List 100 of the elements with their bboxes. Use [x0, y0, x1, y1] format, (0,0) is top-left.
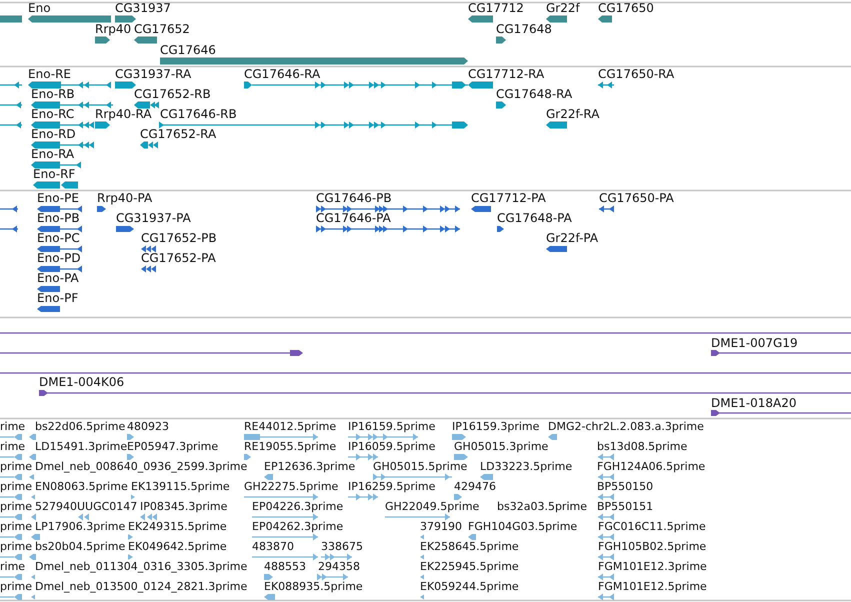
feature-label: IP16059.5prime — [348, 440, 436, 454]
feature-label: CG17646-PA — [316, 211, 391, 225]
feature-label: CG17650-PA — [599, 191, 674, 205]
feature-label: Eno-PD — [37, 251, 81, 265]
feature-label: Eno-RC — [31, 107, 74, 121]
feature-label: EK049642.5prime — [128, 540, 227, 554]
feature-label: CG17648-RA — [496, 87, 572, 101]
feature-label: EK249315.5prime — [128, 520, 227, 534]
feature-label: IP16259.5prime — [348, 480, 436, 494]
feature-label: GH05015.3prime — [454, 440, 548, 454]
feature-label: prime — [0, 540, 32, 554]
feature-label: CG17646-PB — [316, 191, 392, 205]
feature-label: Gr22f-PA — [546, 231, 598, 245]
feature-label: RE19055.5prime — [244, 440, 336, 454]
feature-label: Eno-RF — [33, 167, 76, 181]
feature-label: Eno-PE — [37, 191, 79, 205]
feature-label: CG17712-RA — [468, 67, 544, 81]
feature-label: IP16159.3prime — [452, 420, 540, 434]
feature-label: EP05947.3prime — [127, 440, 218, 454]
feature-label: FGM101E12.3prime — [598, 560, 707, 574]
feature-label: Rrp40 — [95, 22, 132, 36]
feature-label: GH05015.5prime — [373, 460, 468, 474]
feature-label: CG31937-RA — [115, 67, 192, 81]
feature-label: LD15491.3prime — [35, 440, 128, 454]
feature-label: 527940 — [35, 500, 77, 514]
feature-label: EP04226.3prime — [252, 500, 344, 514]
feature-label: EK225945.5prime — [420, 560, 519, 574]
feature-label: BP550150 — [597, 480, 654, 494]
feature-label: prime — [0, 480, 32, 494]
feature-label: 480923 — [127, 420, 169, 434]
feature-label: prime — [0, 520, 32, 534]
feature-label: IP08345.3prime — [140, 500, 228, 514]
feature-label: CG17652-PA — [141, 251, 216, 265]
feature-label: EN08063.5prime — [35, 480, 128, 494]
feature-label: CG17650-RA — [598, 67, 674, 81]
feature-label: Eno-PA — [37, 271, 79, 285]
feature-label: BP550151 — [597, 500, 654, 514]
feature-label: EK258645.5prime — [420, 540, 519, 554]
feature-label: FGM101E12.5prime — [598, 580, 707, 594]
feature-label: DME1-007G19 — [711, 336, 798, 350]
feature-label: 488553 — [264, 560, 306, 574]
feature-label: Eno-PF — [37, 291, 78, 305]
feature-label: EP04262.3prime — [252, 520, 344, 534]
feature-label: CG17650 — [598, 1, 654, 15]
feature-label: CG31937 — [115, 1, 171, 15]
feature-label: prime — [0, 460, 32, 474]
feature-label: IP16159.5prime — [348, 420, 436, 434]
feature-label: CG17652 — [134, 22, 190, 36]
feature-label: UUGC0147 — [77, 500, 138, 514]
feature-label: Dmel_neb_011304_0316_3305.3prime — [35, 560, 248, 574]
feature-label: CG17646-RB — [160, 107, 237, 121]
feature-label: CG17646-RA — [244, 67, 320, 81]
feature-label: CG17648 — [496, 22, 552, 36]
feature-label: Eno-PC — [37, 231, 80, 245]
feature-label: 429476 — [454, 480, 496, 494]
feature-label: Eno-RA — [31, 147, 74, 161]
feature-label: bs20b04.5prime — [35, 540, 126, 554]
feature-label: 338675 — [321, 540, 363, 554]
feature-label: Eno-RB — [31, 87, 75, 101]
feature-label: FGC016C11.5prime — [598, 520, 706, 534]
feature-label: EK059244.5prime — [420, 580, 519, 594]
feature-label: CG17712-PA — [471, 191, 546, 205]
feature-label: bs22d06.5prime — [35, 420, 126, 434]
feature-label: DME1-018A20 — [711, 396, 797, 410]
feature-label: CG31937-PA — [116, 211, 191, 225]
feature-label: Eno — [28, 1, 51, 15]
feature-label: Gr22f-RA — [546, 107, 600, 121]
feature-label: Rrp40-RA — [95, 107, 152, 121]
feature-label: bs32a03.5prime — [497, 500, 587, 514]
feature-label: 483870 — [252, 540, 294, 554]
feature-label: 294358 — [318, 560, 360, 574]
feature-label: prime — [0, 500, 32, 514]
feature-label: Gr22f — [546, 1, 580, 15]
feature-label: Dmel_neb_013500_0124_2821.3prime — [35, 580, 248, 594]
feature-label: bs13d08.5prime — [597, 440, 688, 454]
feature-label: 379190 — [420, 520, 462, 534]
feature-label: Eno-PB — [37, 211, 80, 225]
feature-label: Rrp40-PA — [97, 191, 152, 205]
feature-label: CG17712 — [468, 1, 524, 15]
feature-label: EK139115.5prime — [131, 480, 230, 494]
feature-label: Dmel_neb_008640_0936_2599.3prime — [35, 460, 248, 474]
feature-label: DMG2-chr2L.2.083.a.3prime — [548, 420, 704, 434]
feature-label: prime — [0, 580, 32, 594]
feature-label: LP17906.3prime — [35, 520, 126, 534]
feature-label: GH22049.5prime — [385, 500, 480, 514]
feature-label: CG17652-RB — [134, 87, 211, 101]
feature-label: FGH105B02.5prime — [598, 540, 706, 554]
feature-label: DME1-004K06 — [39, 375, 124, 389]
feature-label: Eno-RE — [28, 67, 72, 81]
feature-label: rime — [0, 560, 26, 574]
feature-label: FGH124A06.5prime — [597, 460, 706, 474]
feature-label: FGH104G03.5prime — [468, 520, 578, 534]
feature-label: GH22275.5prime — [244, 480, 338, 494]
feature-label: CG17652-PB — [141, 231, 217, 245]
feature-label: RE44012.5prime — [244, 420, 336, 434]
feature-label: CG17648-PA — [497, 211, 572, 225]
feature-label: EP12636.3prime — [264, 460, 356, 474]
feature-label: LD33223.5prime — [480, 460, 572, 474]
feature-label: rime — [0, 440, 26, 454]
feature-label: Eno-RD — [31, 127, 76, 141]
